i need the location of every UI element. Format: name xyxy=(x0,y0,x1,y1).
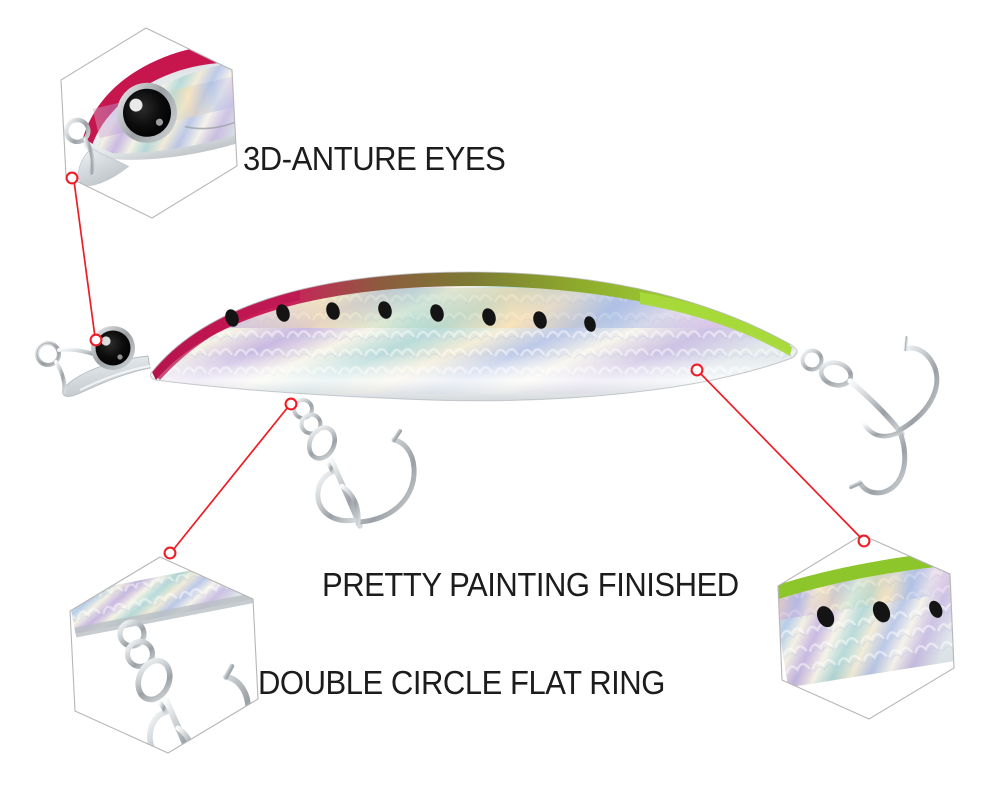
leader-dot-target-split-ring xyxy=(284,397,298,411)
lure-flank-spots xyxy=(225,301,596,332)
lure-eye xyxy=(91,326,135,370)
hexagon-frame-ring xyxy=(69,556,259,754)
leader-eyes xyxy=(65,171,103,347)
leader-dot-target-flank xyxy=(690,363,704,377)
tail-treble-hook xyxy=(800,336,940,496)
leader-dot-target-eye xyxy=(89,333,103,347)
leader-ring xyxy=(163,397,298,560)
hexagon-frame-painting xyxy=(777,534,955,720)
belly-treble-hook xyxy=(292,398,417,529)
leader-dot-hex-painting xyxy=(857,534,871,548)
caption-pretty-painting-finished: PRETTY PAINTING FINISHED xyxy=(322,566,739,603)
hexagon-frame-eyes xyxy=(60,27,238,219)
leader-painting xyxy=(690,363,871,548)
leader-dot-hex-eyes xyxy=(65,171,79,185)
caption-3d-anture-eyes: 3D-ANTURE EYES xyxy=(243,140,506,177)
caption-double-circle-flat-ring: DOUBLE CIRCLE FLAT RING xyxy=(258,664,665,701)
callout-photo-painting xyxy=(778,535,954,719)
leader-dot-hex-ring xyxy=(163,546,177,560)
